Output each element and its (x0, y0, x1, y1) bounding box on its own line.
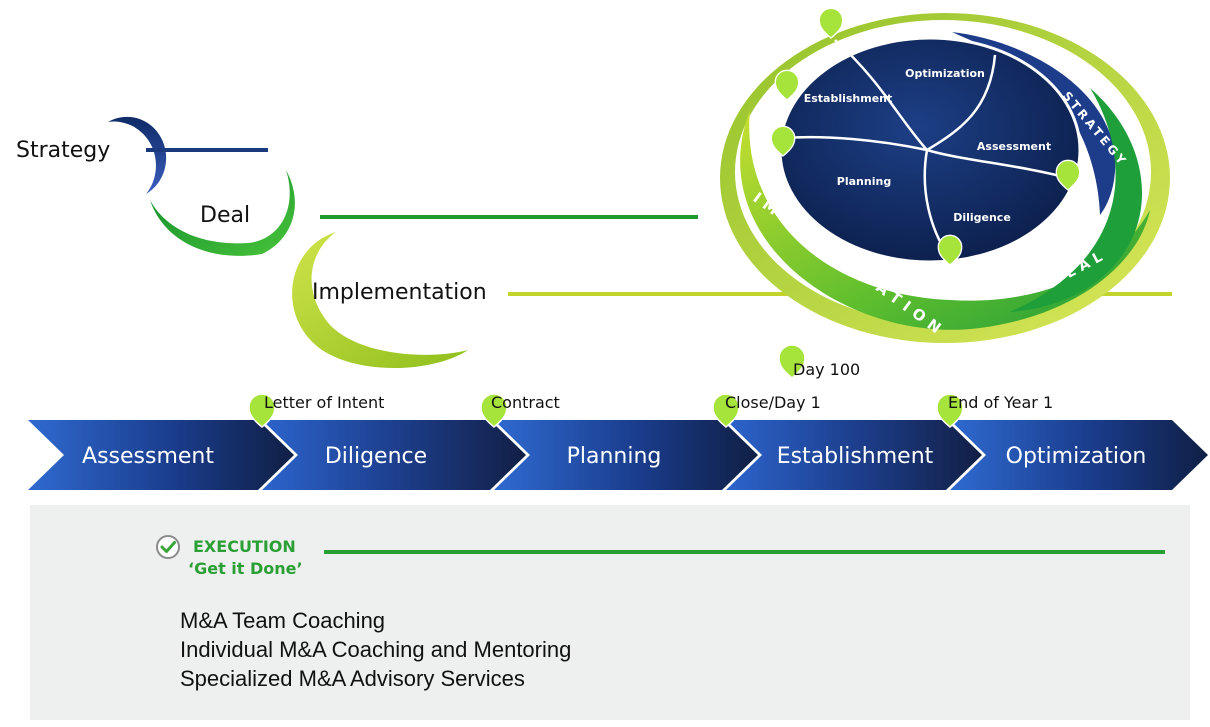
tier-implementation-label: Implementation (312, 280, 487, 305)
milestone-day-100: Day 100 (793, 360, 860, 379)
phase-chevron-diligence (262, 420, 526, 490)
phase-chevron-optimization (950, 420, 1208, 490)
milestone-letter-of-intent: Letter of Intent (264, 393, 384, 412)
phase-label-planning: Planning (567, 444, 662, 469)
wheel-segment-diligence: Diligence (953, 211, 1011, 224)
execution-subtitle: ‘Get it Done’ (188, 559, 303, 578)
phase-chevron-assessment (28, 420, 294, 490)
cycle-wheel: Optimization Establishment Assessment Pl… (720, 7, 1170, 343)
wheel-segment-optimization: Optimization (905, 67, 985, 80)
phase-label-optimization: Optimization (1006, 444, 1147, 469)
phase-timeline: Assessment Diligence Planning Establishm… (28, 344, 1208, 490)
execution-panel: EXECUTION ‘Get it Done’ (30, 505, 1190, 720)
milestone-contract: Contract (491, 393, 560, 412)
execution-service-list: M&A Team Coaching Individual M&A Coachin… (180, 606, 571, 693)
execution-panel-bg (30, 505, 1190, 720)
milestone-end-of-year-1: End of Year 1 (948, 393, 1053, 412)
phase-chevron-establishment (726, 420, 982, 490)
tier-deal-label: Deal (200, 203, 250, 228)
execution-service-item: Individual M&A Coaching and Mentoring (180, 637, 572, 662)
wheel-implementation-band (740, 110, 1150, 330)
tier-strategy-label: Strategy (16, 138, 110, 163)
tier-deal: Deal (150, 170, 698, 256)
deal-arc (150, 170, 295, 256)
execution-service-item: M&A Team Coaching (180, 608, 386, 633)
milestone-close-day-1: Close/Day 1 (725, 393, 821, 412)
wheel-segment-establishment: Establishment (804, 92, 893, 105)
implementation-arc (292, 232, 468, 369)
wheel-segment-planning: Planning (837, 175, 891, 188)
tier-strategy: Strategy (16, 116, 268, 194)
wheel-deal-band (1010, 88, 1143, 312)
phase-label-establishment: Establishment (777, 444, 934, 469)
phase-label-assessment: Assessment (82, 444, 214, 469)
check-circle-icon (156, 535, 180, 559)
phase-label-diligence: Diligence (325, 444, 427, 469)
phase-chevron-planning (494, 420, 758, 490)
execution-service-item: Specialized M&A Advisory Services (180, 666, 525, 691)
strategy-arc (108, 116, 167, 194)
execution-title: EXECUTION (193, 537, 296, 556)
wheel-segment-assessment: Assessment (977, 140, 1051, 153)
